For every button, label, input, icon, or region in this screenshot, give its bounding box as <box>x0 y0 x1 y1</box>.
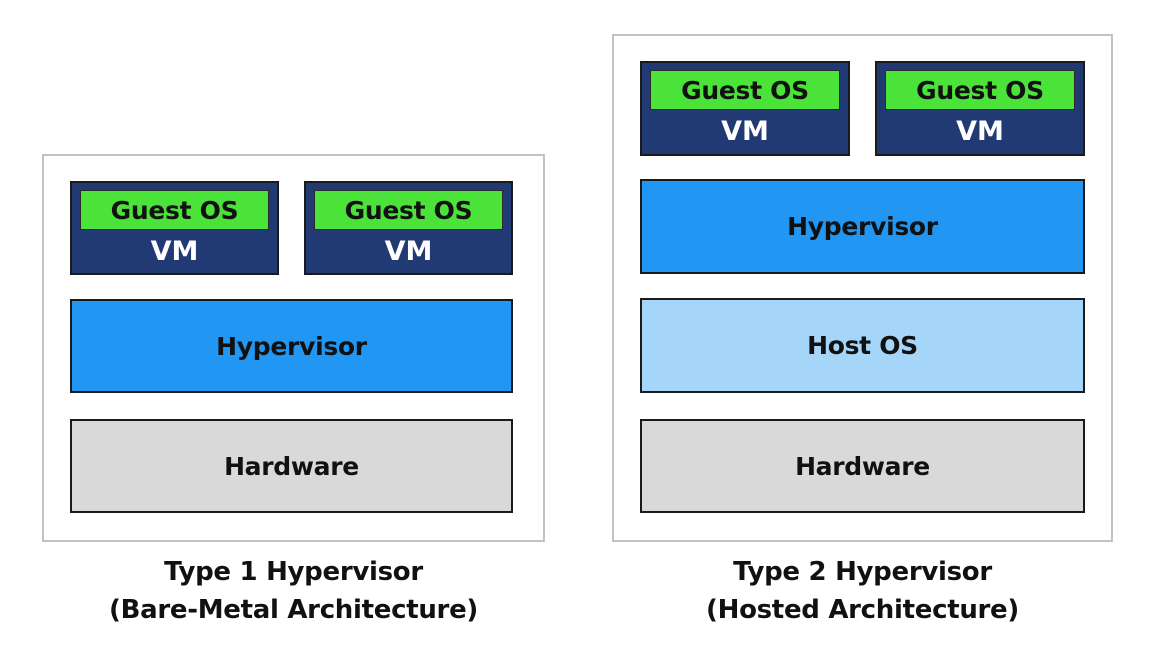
type1-vm-2: Guest OS VM <box>304 181 513 275</box>
type1-vm-2-label: VM <box>384 235 433 267</box>
type1-caption-title: Type 1 Hypervisor <box>164 557 423 587</box>
type1-caption: Type 1 Hypervisor (Bare-Metal Architectu… <box>42 553 545 629</box>
type1-hypervisor-layer: Hypervisor <box>70 299 513 393</box>
type2-vm-1-label: VM <box>721 115 769 147</box>
type2-hardware-layer: Hardware <box>640 419 1085 513</box>
type2-vm-1-guest-os: Guest OS <box>650 70 840 110</box>
type2-vm-1: Guest OS VM <box>640 61 850 156</box>
type1-vm-1-guest-os: Guest OS <box>80 190 269 230</box>
type1-hardware-layer: Hardware <box>70 419 513 513</box>
type2-host-os-layer: Host OS <box>640 298 1085 393</box>
type2-vm-2-label: VM <box>956 115 1004 147</box>
type1-vm-1-label: VM <box>150 235 199 267</box>
type1-vm-2-guest-os: Guest OS <box>314 190 503 230</box>
type1-caption-subtitle: (Bare-Metal Architecture) <box>109 595 478 625</box>
type2-hypervisor-layer: Hypervisor <box>640 179 1085 274</box>
type2-caption-subtitle: (Hosted Architecture) <box>706 595 1019 625</box>
type2-vm-2: Guest OS VM <box>875 61 1085 156</box>
type2-caption-title: Type 2 Hypervisor <box>733 557 992 587</box>
type2-vm-2-guest-os: Guest OS <box>885 70 1075 110</box>
type1-vm-1: Guest OS VM <box>70 181 279 275</box>
type2-caption: Type 2 Hypervisor (Hosted Architecture) <box>612 553 1113 629</box>
